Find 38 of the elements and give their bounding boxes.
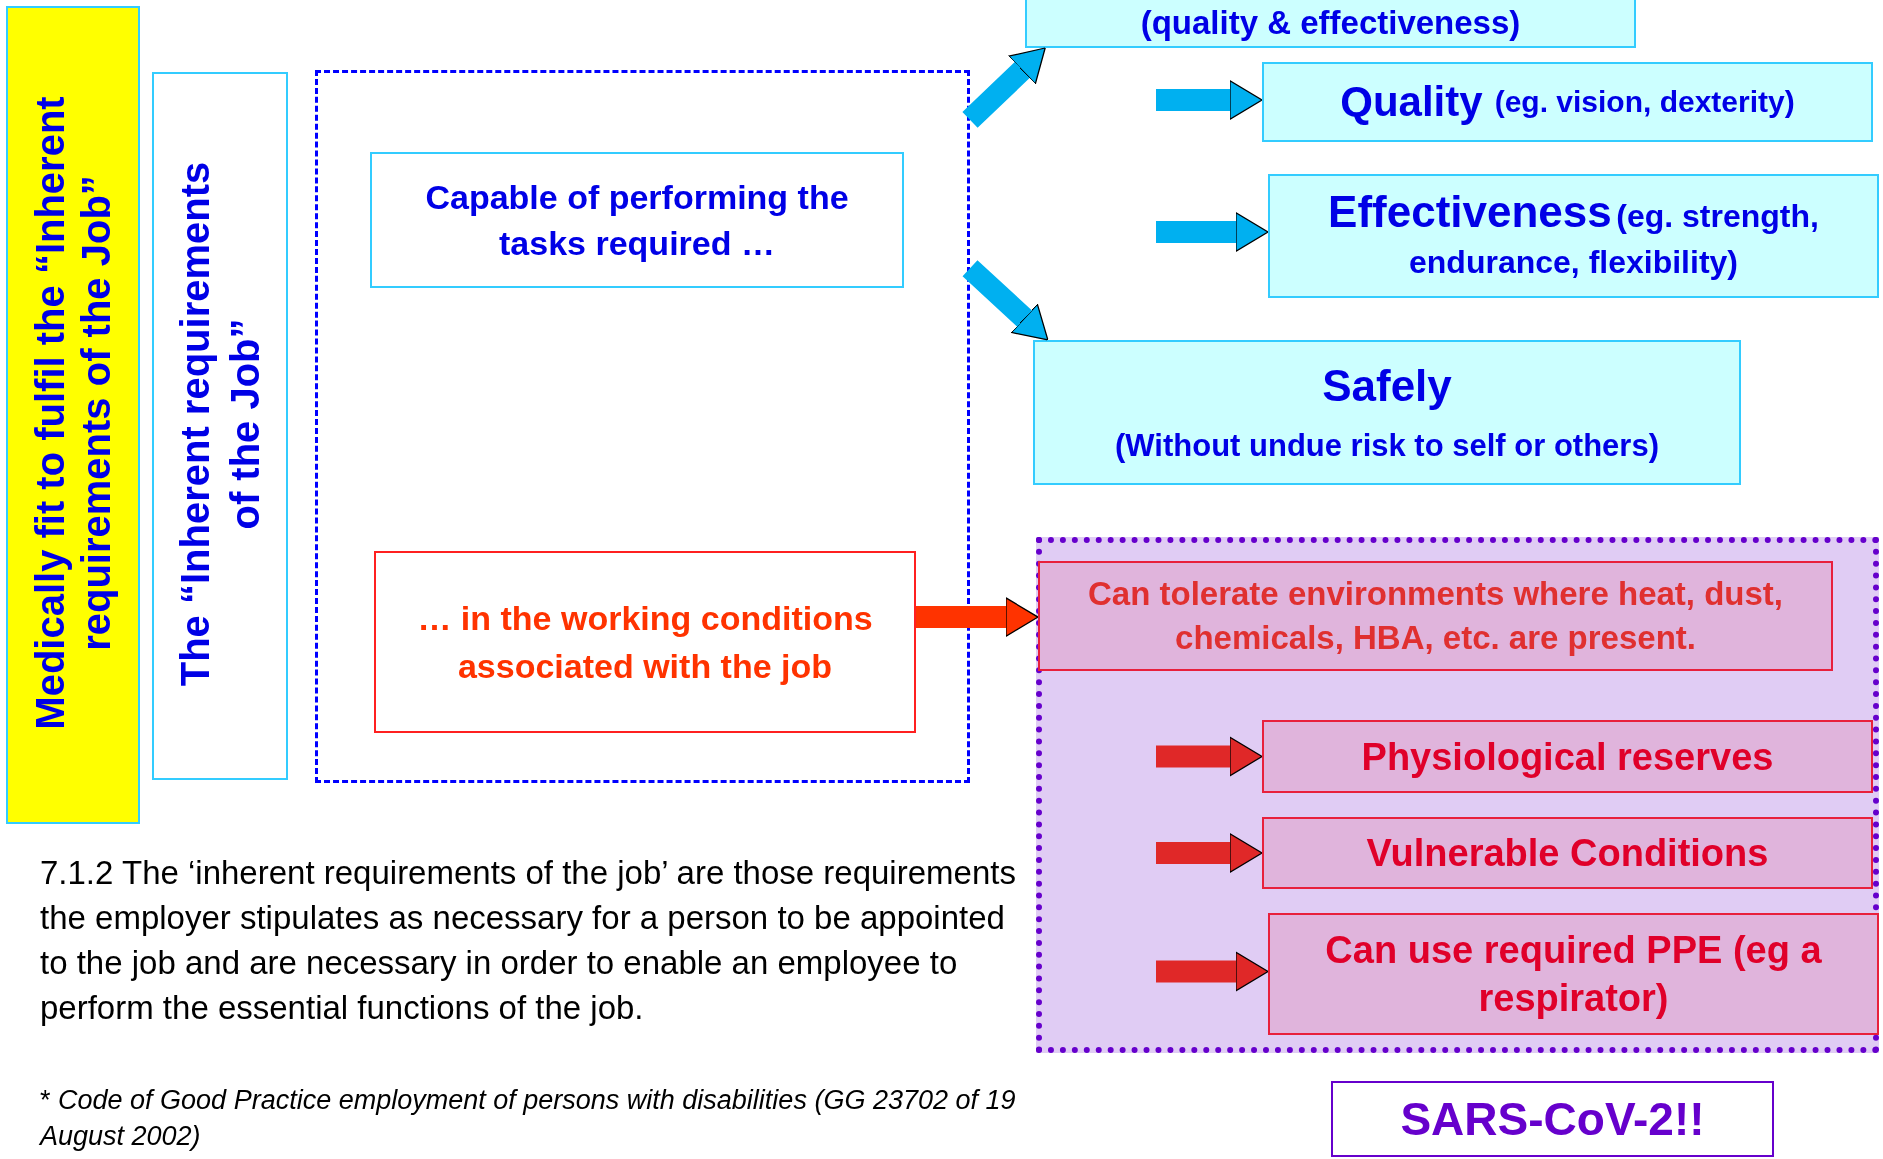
factor-box bbox=[1262, 817, 1873, 889]
definition-paragraph: 7.1.2 The ‘inherent requirements of the job’ are those requirements the employer stipulates as necessary for a person to be appointed to the job and are necessary in order to enable an employee to perform the essential functions of the job. bbox=[40, 853, 1017, 1028]
conditions-text: … in the working conditions associated with the job bbox=[416, 598, 874, 687]
factor-box bbox=[1262, 720, 1873, 793]
factor-text: Physiological reserves bbox=[1361, 734, 1774, 780]
category-text: (quality & effectiveness) bbox=[1140, 4, 1521, 42]
block-arrow bbox=[1156, 212, 1269, 252]
heading-text: The “Inherent requirements of the Job” bbox=[172, 160, 268, 689]
block-arrow bbox=[1156, 833, 1263, 873]
box-heading: Safely bbox=[1322, 360, 1452, 411]
environment-box bbox=[1038, 561, 1833, 671]
dotted-frame bbox=[1036, 537, 1879, 1053]
box-text: Effectiveness(eg. strength, endurance, flexibility) bbox=[1327, 187, 1820, 282]
title-banner bbox=[6, 6, 140, 824]
conditions-box bbox=[374, 551, 916, 733]
task-box bbox=[370, 152, 904, 288]
block-arrow bbox=[916, 597, 1039, 637]
environment-text: Can tolerate environments where heat, dust, chemicals, HBA, etc. are present. bbox=[1087, 574, 1784, 658]
safety-box bbox=[1033, 340, 1741, 485]
highlight-text: SARS-CoV-2!! bbox=[1400, 1092, 1705, 1147]
box-note: (Without undue risk to self or others) bbox=[1115, 426, 1659, 465]
factor-box bbox=[1268, 913, 1879, 1035]
effectiveness-box bbox=[1268, 174, 1879, 298]
dashed-frame bbox=[315, 70, 970, 783]
task-text: Capable of performing the tasks required … bbox=[424, 177, 850, 264]
block-arrow bbox=[1156, 736, 1263, 777]
highlight-box bbox=[1331, 1081, 1774, 1157]
box-heading: Quality bbox=[1340, 77, 1483, 127]
category-box bbox=[1025, 0, 1636, 48]
quality-box bbox=[1262, 62, 1873, 142]
heading-box bbox=[152, 72, 288, 780]
factor-text: Can use required PPE (eg a respirator) bbox=[1324, 928, 1823, 1021]
box-note: (eg. vision, dexterity) bbox=[1494, 84, 1795, 120]
banner-text: Medically fit to fulfil the “Inherent requirements of the Job” bbox=[27, 95, 119, 732]
block-arrow bbox=[1156, 80, 1263, 120]
block-arrow bbox=[1156, 951, 1269, 992]
factor-text: Vulnerable Conditions bbox=[1366, 831, 1769, 876]
footnote: *Code of Good Practice employment of persons with disabilities (GG 23702 of 19 August 2002) bbox=[40, 1084, 1017, 1153]
